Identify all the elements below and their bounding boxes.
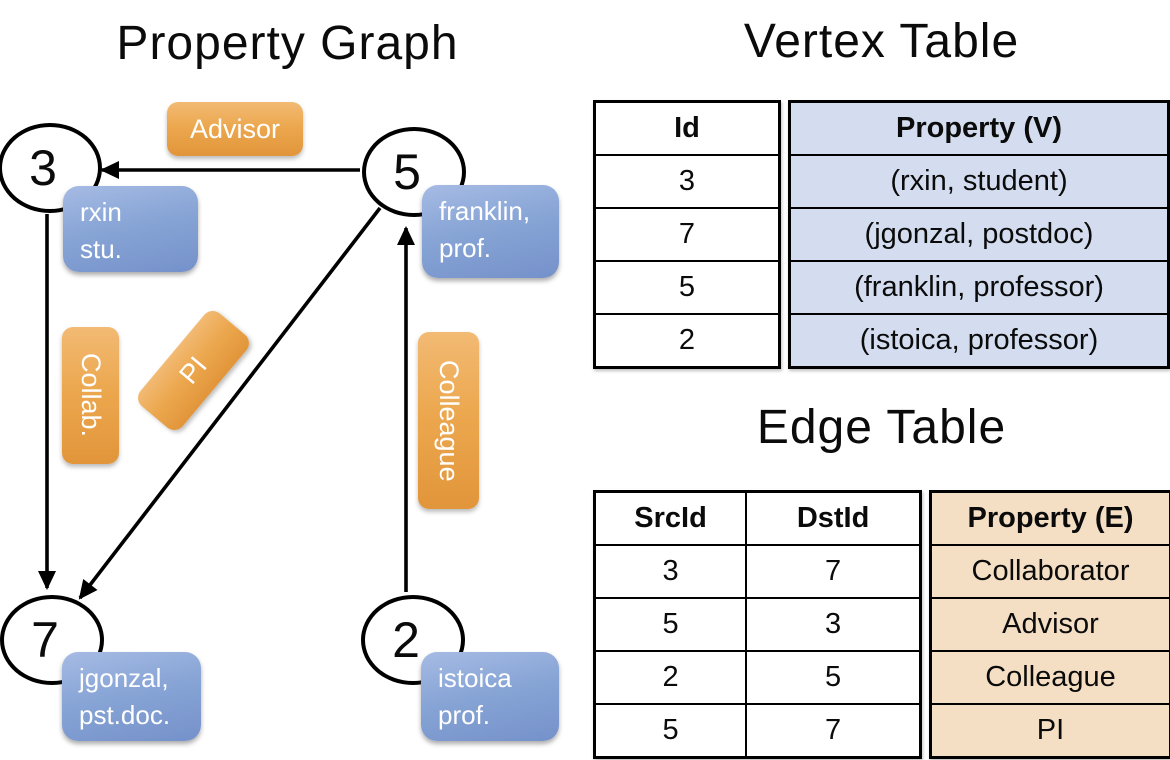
vertex-property-line: pst.doc. — [79, 699, 171, 730]
table-row: 3 7 — [593, 544, 922, 599]
vertex-node-5-id: 5 — [393, 144, 421, 200]
table-cell: Colleague — [929, 650, 1170, 705]
table-row: SrcId DstId — [593, 490, 922, 546]
vertex-property-header: Property (V) — [788, 100, 1170, 156]
table-row: Id — [593, 100, 781, 156]
property-graph-title: Property Graph — [116, 17, 459, 70]
table-cell: 3 — [593, 154, 781, 209]
table-row: 2 5 — [593, 650, 922, 705]
table-row: PI — [929, 703, 1170, 759]
table-cell: 3 — [745, 597, 922, 652]
edge-table: SrcId DstId 3 7 5 3 2 5 5 7 Property (E)… — [593, 490, 1170, 759]
edge-table-title: Edge Table — [756, 401, 1007, 454]
table-cell: 3 — [593, 544, 748, 599]
table-cell: 2 — [593, 313, 781, 369]
table-row: (istoica, professor) — [788, 313, 1170, 369]
table-cell: 7 — [593, 207, 781, 262]
table-row: Collaborator — [929, 544, 1170, 599]
table-row: 5 7 — [593, 703, 922, 759]
vertex-property-line: franklin, — [439, 196, 531, 226]
vertex-property-line: rxin — [80, 197, 122, 227]
table-row: (franklin, professor) — [788, 260, 1170, 315]
table-row: Colleague — [929, 650, 1170, 705]
vertex-property-box-rxin: rxin stu. — [63, 186, 198, 272]
table-cell: (istoica, professor) — [788, 313, 1170, 369]
edge-label-colleague: Colleague — [418, 332, 479, 509]
table-cell: 5 — [593, 703, 748, 759]
table-cell: (rxin, student) — [788, 154, 1170, 209]
vertex-node-3-id: 3 — [29, 140, 57, 196]
table-cell: 7 — [745, 544, 922, 599]
table-cell: 5 — [745, 650, 922, 705]
edge-srcid-header: SrcId — [593, 490, 748, 546]
vertex-table-title: Vertex Table — [743, 15, 1020, 68]
edge-property-subtable: Property (E) Collaborator Advisor Collea… — [929, 490, 1170, 759]
table-row: 2 — [593, 313, 781, 369]
vertex-node-7-id: 7 — [31, 612, 59, 668]
table-cell: Advisor — [929, 597, 1170, 652]
edge-dstid-header: DstId — [745, 490, 922, 546]
table-cell: (jgonzal, postdoc) — [788, 207, 1170, 262]
table-cell: 5 — [593, 597, 748, 652]
table-row: Advisor — [929, 597, 1170, 652]
vertex-property-line: stu. — [80, 233, 122, 264]
edge-label-advisor: Advisor — [167, 102, 303, 156]
table-cell: PI — [929, 703, 1170, 759]
table-row: (rxin, student) — [788, 154, 1170, 209]
vertex-id-header: Id — [593, 100, 781, 156]
vertex-node-2-id: 2 — [392, 612, 420, 668]
table-row: Property (E) — [929, 490, 1170, 546]
table-row: 5 3 — [593, 597, 922, 652]
table-cell: 7 — [745, 703, 922, 759]
table-row: 7 — [593, 207, 781, 262]
edge-line-5-to-7 — [78, 206, 382, 600]
vertex-property-line: prof. — [438, 699, 491, 730]
vertex-property-box-istoica: istoica prof. — [421, 652, 559, 741]
vertex-id-subtable: Id 3 7 5 2 — [593, 100, 781, 369]
table-row: Property (V) — [788, 100, 1170, 156]
edge-ids-subtable: SrcId DstId 3 7 5 3 2 5 5 7 — [593, 490, 922, 759]
vertex-table: Id 3 7 5 2 Property (V) (rxin, student) … — [593, 100, 1170, 369]
vertex-property-line: istoica — [438, 663, 512, 693]
table-row: 5 — [593, 260, 781, 315]
vertex-property-line: jgonzal, — [79, 663, 169, 693]
table-cell: 2 — [593, 650, 748, 705]
vertex-property-box-jgonzal: jgonzal, pst.doc. — [62, 652, 201, 741]
table-row: (jgonzal, postdoc) — [788, 207, 1170, 262]
table-cell: 5 — [593, 260, 781, 315]
table-row: 3 — [593, 154, 781, 209]
vertex-property-line: prof. — [439, 232, 492, 263]
edge-label-collab: Collab. — [62, 327, 119, 464]
table-cell: (franklin, professor) — [788, 260, 1170, 315]
vertex-property-subtable: Property (V) (rxin, student) (jgonzal, p… — [788, 100, 1170, 369]
table-cell: Collaborator — [929, 544, 1170, 599]
vertex-property-box-franklin: franklin, prof. — [422, 185, 559, 278]
edge-property-header: Property (E) — [929, 490, 1170, 546]
